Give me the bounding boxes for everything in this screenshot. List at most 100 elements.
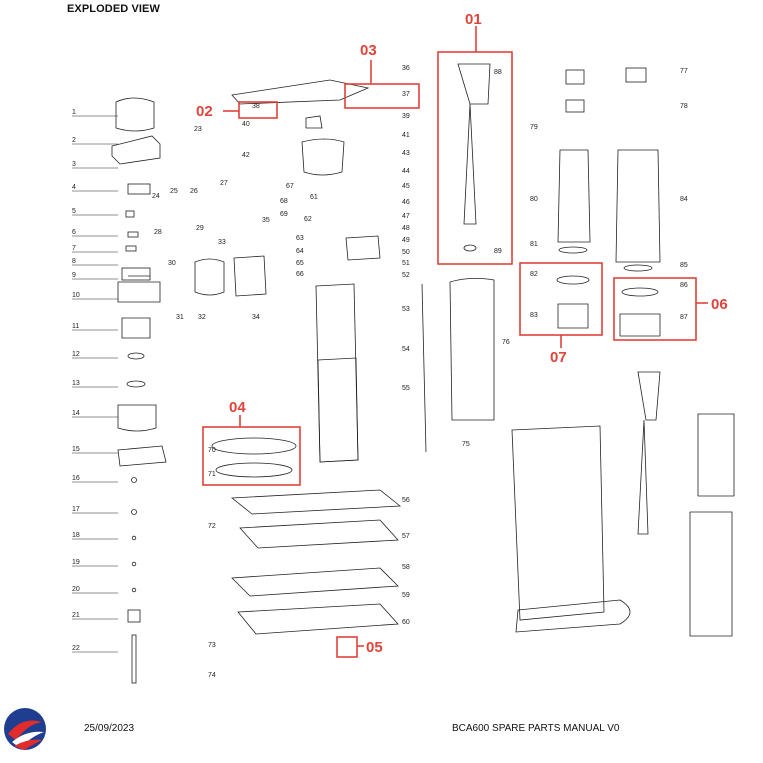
footer-date: 25/09/2023 xyxy=(84,723,135,734)
part-number-36: 36 xyxy=(402,65,410,72)
part-number-45: 45 xyxy=(402,183,410,190)
part-number-56: 56 xyxy=(402,497,410,504)
part-number-3: 3 xyxy=(72,161,76,168)
part-number-77: 77 xyxy=(680,68,688,75)
part-number-8: 8 xyxy=(72,258,76,265)
part-number-35: 35 xyxy=(262,217,270,224)
part-number-86: 86 xyxy=(680,282,688,289)
part-number-63: 63 xyxy=(296,235,304,242)
part-number-85: 85 xyxy=(680,262,688,269)
part-number-53: 53 xyxy=(402,306,410,313)
part-number-41: 41 xyxy=(402,132,410,139)
part-number-21: 21 xyxy=(72,612,80,619)
part-number-23: 23 xyxy=(194,126,202,133)
part-number-27: 27 xyxy=(220,180,228,187)
part-number-33: 33 xyxy=(218,239,226,246)
footer-doc-title: BCA600 SPARE PARTS MANUAL V0 xyxy=(452,723,620,734)
part-54-frame xyxy=(315,283,359,463)
part-7-clip xyxy=(125,245,137,252)
part-number-79: 79 xyxy=(530,124,538,131)
part-6-clip xyxy=(127,231,139,238)
callout-box-04 xyxy=(202,426,301,486)
part-number-12: 12 xyxy=(72,351,80,358)
part-number-20: 20 xyxy=(72,586,80,593)
part-16-oring xyxy=(131,477,137,483)
part-11-valve-head xyxy=(121,317,151,339)
part-13-ring xyxy=(126,380,146,388)
part-80-bottle xyxy=(557,149,591,243)
part-number-61: 61 xyxy=(310,194,318,201)
part-number-25: 25 xyxy=(170,188,178,195)
part-number-5: 5 xyxy=(72,208,76,215)
part-number-66: 66 xyxy=(296,271,304,278)
parts-drawing xyxy=(111,63,735,684)
callout-box-03 xyxy=(344,83,420,109)
part-82-ring xyxy=(556,275,590,285)
part-number-38: 38 xyxy=(252,103,260,110)
part-number-48: 48 xyxy=(402,225,410,232)
part-number-26: 26 xyxy=(190,188,198,195)
part-85-ring xyxy=(623,264,653,272)
part-number-9: 9 xyxy=(72,272,76,279)
part-60-base xyxy=(237,603,399,635)
part-number-18: 18 xyxy=(72,532,80,539)
callout-leaders xyxy=(223,26,708,647)
part-number-28: 28 xyxy=(154,229,162,236)
part-number-62: 62 xyxy=(304,216,312,223)
part-number-83: 83 xyxy=(530,312,538,319)
part-number-10: 10 xyxy=(72,292,80,299)
part-number-30: 30 xyxy=(168,260,176,267)
part-42-housing xyxy=(301,138,345,176)
part-number-7: 7 xyxy=(72,245,76,252)
part-34-motor xyxy=(233,255,267,297)
part-50-head xyxy=(345,235,381,261)
part-15-adapter xyxy=(117,445,167,467)
part-81-ring xyxy=(558,246,588,254)
part-71-seal xyxy=(215,462,293,478)
callout-boxes xyxy=(202,51,697,658)
callout-label-03: 03 xyxy=(360,42,377,59)
part-number-73: 73 xyxy=(208,642,216,649)
part-number-51: 51 xyxy=(402,260,410,267)
part-89-cap xyxy=(463,244,477,252)
part-number-34: 34 xyxy=(252,314,260,321)
part-number-1: 1 xyxy=(72,109,76,116)
part-19-pin xyxy=(131,561,137,567)
part-number-47: 47 xyxy=(402,213,410,220)
part-20-pin xyxy=(131,587,137,593)
callout-label-04: 04 xyxy=(229,399,246,416)
part-2-top-cap xyxy=(111,135,161,165)
part-number-68: 68 xyxy=(280,198,288,205)
callout-label-05: 05 xyxy=(366,639,383,656)
part-number-64: 64 xyxy=(296,248,304,255)
part-40-holder xyxy=(305,115,323,129)
part-number-78: 78 xyxy=(680,103,688,110)
part-number-54: 54 xyxy=(402,346,410,353)
part-number-81: 81 xyxy=(530,241,538,248)
part-5-clip xyxy=(125,210,135,218)
part-number-84: 84 xyxy=(680,196,688,203)
part-number-40: 40 xyxy=(242,121,250,128)
part-number-42: 42 xyxy=(242,152,250,159)
assembled-bottle-2 xyxy=(689,511,733,637)
part-number-57: 57 xyxy=(402,533,410,540)
part-77-cap xyxy=(565,69,585,85)
part-77b-cap xyxy=(625,67,647,83)
part-number-49: 49 xyxy=(402,237,410,244)
part-18-pin xyxy=(131,535,137,541)
part-number-58: 58 xyxy=(402,564,410,571)
part-number-88: 88 xyxy=(494,69,502,76)
part-10-valve xyxy=(117,275,161,303)
part-number-71: 71 xyxy=(208,471,216,478)
part-57-plate xyxy=(239,519,399,549)
part-number-60: 60 xyxy=(402,619,410,626)
part-58-gasket xyxy=(231,567,399,597)
part-number-43: 43 xyxy=(402,150,410,157)
part-number-37: 37 xyxy=(402,91,410,98)
part-number-32: 32 xyxy=(198,314,206,321)
part-17-oring xyxy=(131,509,137,515)
part-70-filter xyxy=(211,437,297,455)
part-56-lid xyxy=(230,489,402,515)
